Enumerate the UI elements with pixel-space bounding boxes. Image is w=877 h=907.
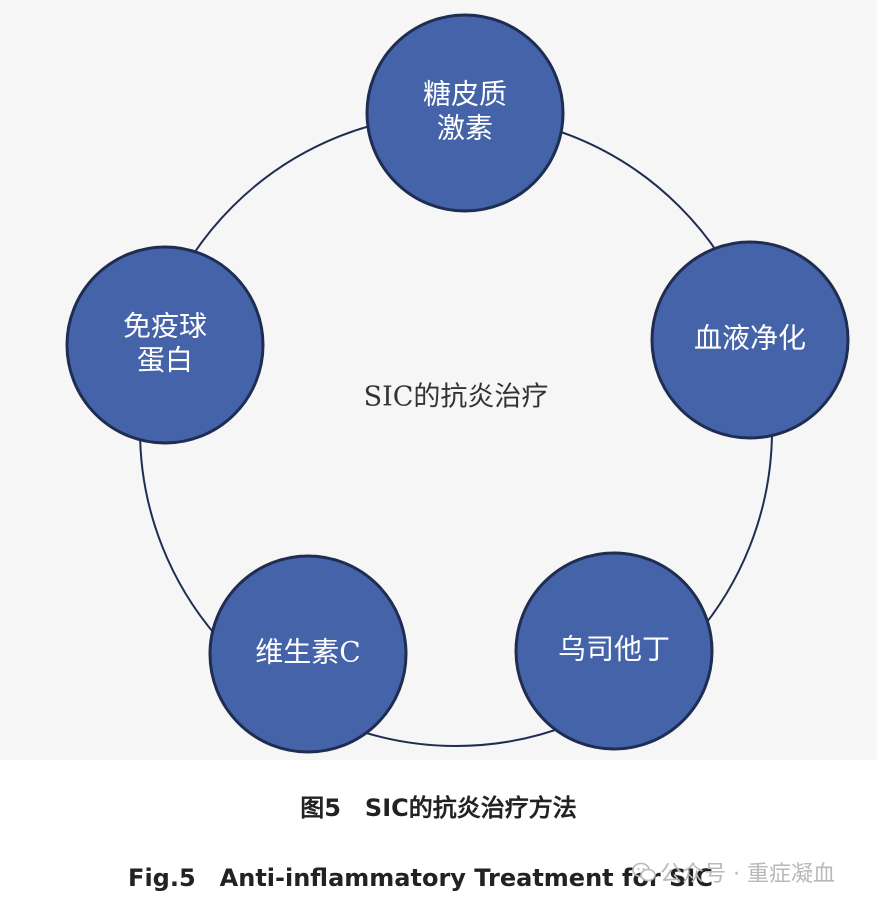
node-circle	[514, 551, 714, 751]
figure-caption-english: Fig.5 Anti-inflammatory Treatment for SI…	[128, 864, 713, 892]
center-label: SIC的抗炎治疗	[364, 382, 549, 413]
node-label: 激素	[437, 112, 493, 145]
diagram-panel: 糖皮质激素血液净化乌司他丁 维生素C 免疫球蛋白 SIC的抗炎治疗	[65, 13, 850, 754]
node-circle	[208, 554, 408, 754]
figure-caption-chinese: 图5 SIC的抗炎治疗方法	[300, 794, 577, 822]
node-label: 免疫球	[123, 310, 207, 343]
wechat-icon	[632, 862, 656, 882]
watermark-text: 公众号 · 重症凝血	[660, 862, 835, 887]
watermark: 公众号 · 重症凝血	[632, 856, 835, 888]
node-blood-purification: 血液净化	[650, 240, 850, 440]
node-label: 血液净化	[694, 322, 806, 355]
node-label: 乌司他丁	[558, 633, 670, 666]
node-label: 糖皮质	[423, 78, 507, 111]
node-ulinastatin: 乌司他丁	[514, 551, 714, 751]
node-circle	[650, 240, 850, 440]
node-vitamin-c: 维生素C	[208, 554, 408, 754]
node-circle	[365, 13, 565, 213]
node-label: 维生素C	[255, 636, 360, 669]
node-circle	[65, 245, 265, 445]
node-label: 蛋白	[137, 344, 193, 377]
